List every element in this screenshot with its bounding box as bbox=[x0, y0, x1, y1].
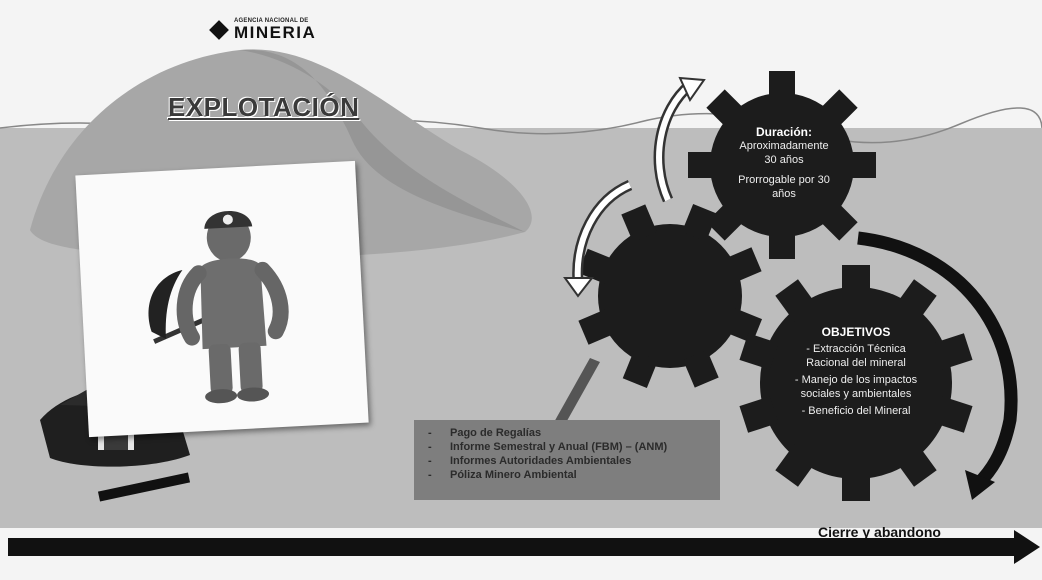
timeline-label: Cierre y abandono bbox=[818, 524, 941, 540]
miner-image bbox=[75, 161, 368, 437]
obligation-item: Informes Autoridades Ambientales bbox=[428, 454, 710, 468]
obligation-item: Póliza Minero Ambiental bbox=[428, 468, 710, 482]
agency-logo: AGENCIA NACIONAL DE MINERIA bbox=[212, 18, 316, 41]
objective-line: - Manejo de los impactos bbox=[776, 373, 936, 387]
objective-item: - Beneficio del Mineral bbox=[776, 404, 936, 418]
timeline-arrow-head bbox=[1014, 530, 1040, 564]
duration-heading: Duración: bbox=[714, 125, 854, 139]
duration-line-2: 30 años bbox=[714, 153, 854, 167]
objective-item: - Manejo de los impactos sociales y ambi… bbox=[776, 373, 936, 401]
objective-line: sociales y ambientales bbox=[776, 387, 936, 401]
objectives-gear-text: OBJETIVOS - Extracción Técnica Racional … bbox=[776, 325, 936, 418]
objectives-heading: OBJETIVOS bbox=[776, 325, 936, 339]
miner-figure-icon bbox=[75, 161, 368, 437]
logo-line-2: MINERIA bbox=[234, 24, 316, 41]
duration-line-4: años bbox=[714, 187, 854, 201]
objective-line: - Extracción Técnica bbox=[776, 342, 936, 356]
objective-line: Racional del mineral bbox=[776, 356, 936, 370]
diamond-icon bbox=[209, 20, 229, 40]
duration-line-1: Aproximadamente bbox=[714, 139, 854, 153]
page-title: EXPLOTACIÓN bbox=[168, 92, 359, 123]
objective-line: - Beneficio del Mineral bbox=[776, 404, 936, 418]
obligation-item: Informe Semestral y Anual (FBM) – (ANM) bbox=[428, 440, 710, 454]
objective-item: - Extracción Técnica Racional del minera… bbox=[776, 342, 936, 370]
duration-gear-text: Duración: Aproximadamente 30 años Prorro… bbox=[714, 125, 854, 201]
timeline-arrow-bar bbox=[8, 538, 1016, 556]
obligation-item: Pago de Regalías bbox=[428, 426, 710, 440]
duration-line-3: Prorrogable por 30 bbox=[714, 173, 854, 187]
obligations-box: Pago de Regalías Informe Semestral y Anu… bbox=[414, 420, 720, 500]
